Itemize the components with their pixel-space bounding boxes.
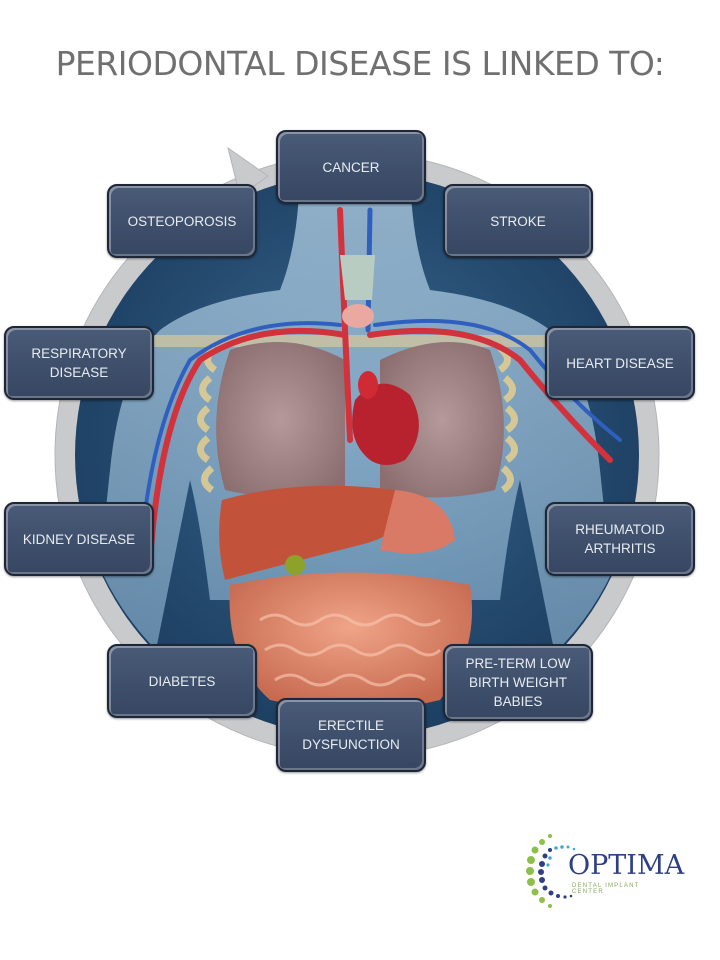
dot-arc-logo-icon <box>526 834 576 908</box>
linked-condition-respiratory-disease: RESPIRATORY DISEASE <box>4 326 154 400</box>
linked-condition-diabetes: DIABETES <box>107 644 257 718</box>
linked-condition-heart-disease: HEART DISEASE <box>545 326 695 400</box>
optima-logo: OPTIMA DENTAL IMPLANT CENTER <box>520 832 684 912</box>
anatomy-illustration <box>90 170 622 710</box>
linked-condition-erectile-dysfunction: ERECTILE DYSFUNCTION <box>276 698 426 772</box>
linked-condition-preterm-low-birth-weight: PRE-TERM LOW BIRTH WEIGHT BABIES <box>443 644 593 721</box>
logo-tagline: DENTAL IMPLANT CENTER <box>572 883 640 895</box>
page-title: PERIODONTAL DISEASE IS LINKED TO: <box>55 44 665 83</box>
linked-condition-rheumatoid-arthritis: RHEUMATOID ARTHRITIS <box>545 502 695 576</box>
logo-wordmark: OPTIMA <box>568 850 685 881</box>
linked-condition-stroke: STROKE <box>443 184 593 258</box>
linked-condition-cancer: CANCER <box>276 130 426 204</box>
linked-condition-osteoporosis: OSTEOPOROSIS <box>107 184 257 258</box>
linked-condition-kidney-disease: KIDNEY DISEASE <box>4 502 154 576</box>
